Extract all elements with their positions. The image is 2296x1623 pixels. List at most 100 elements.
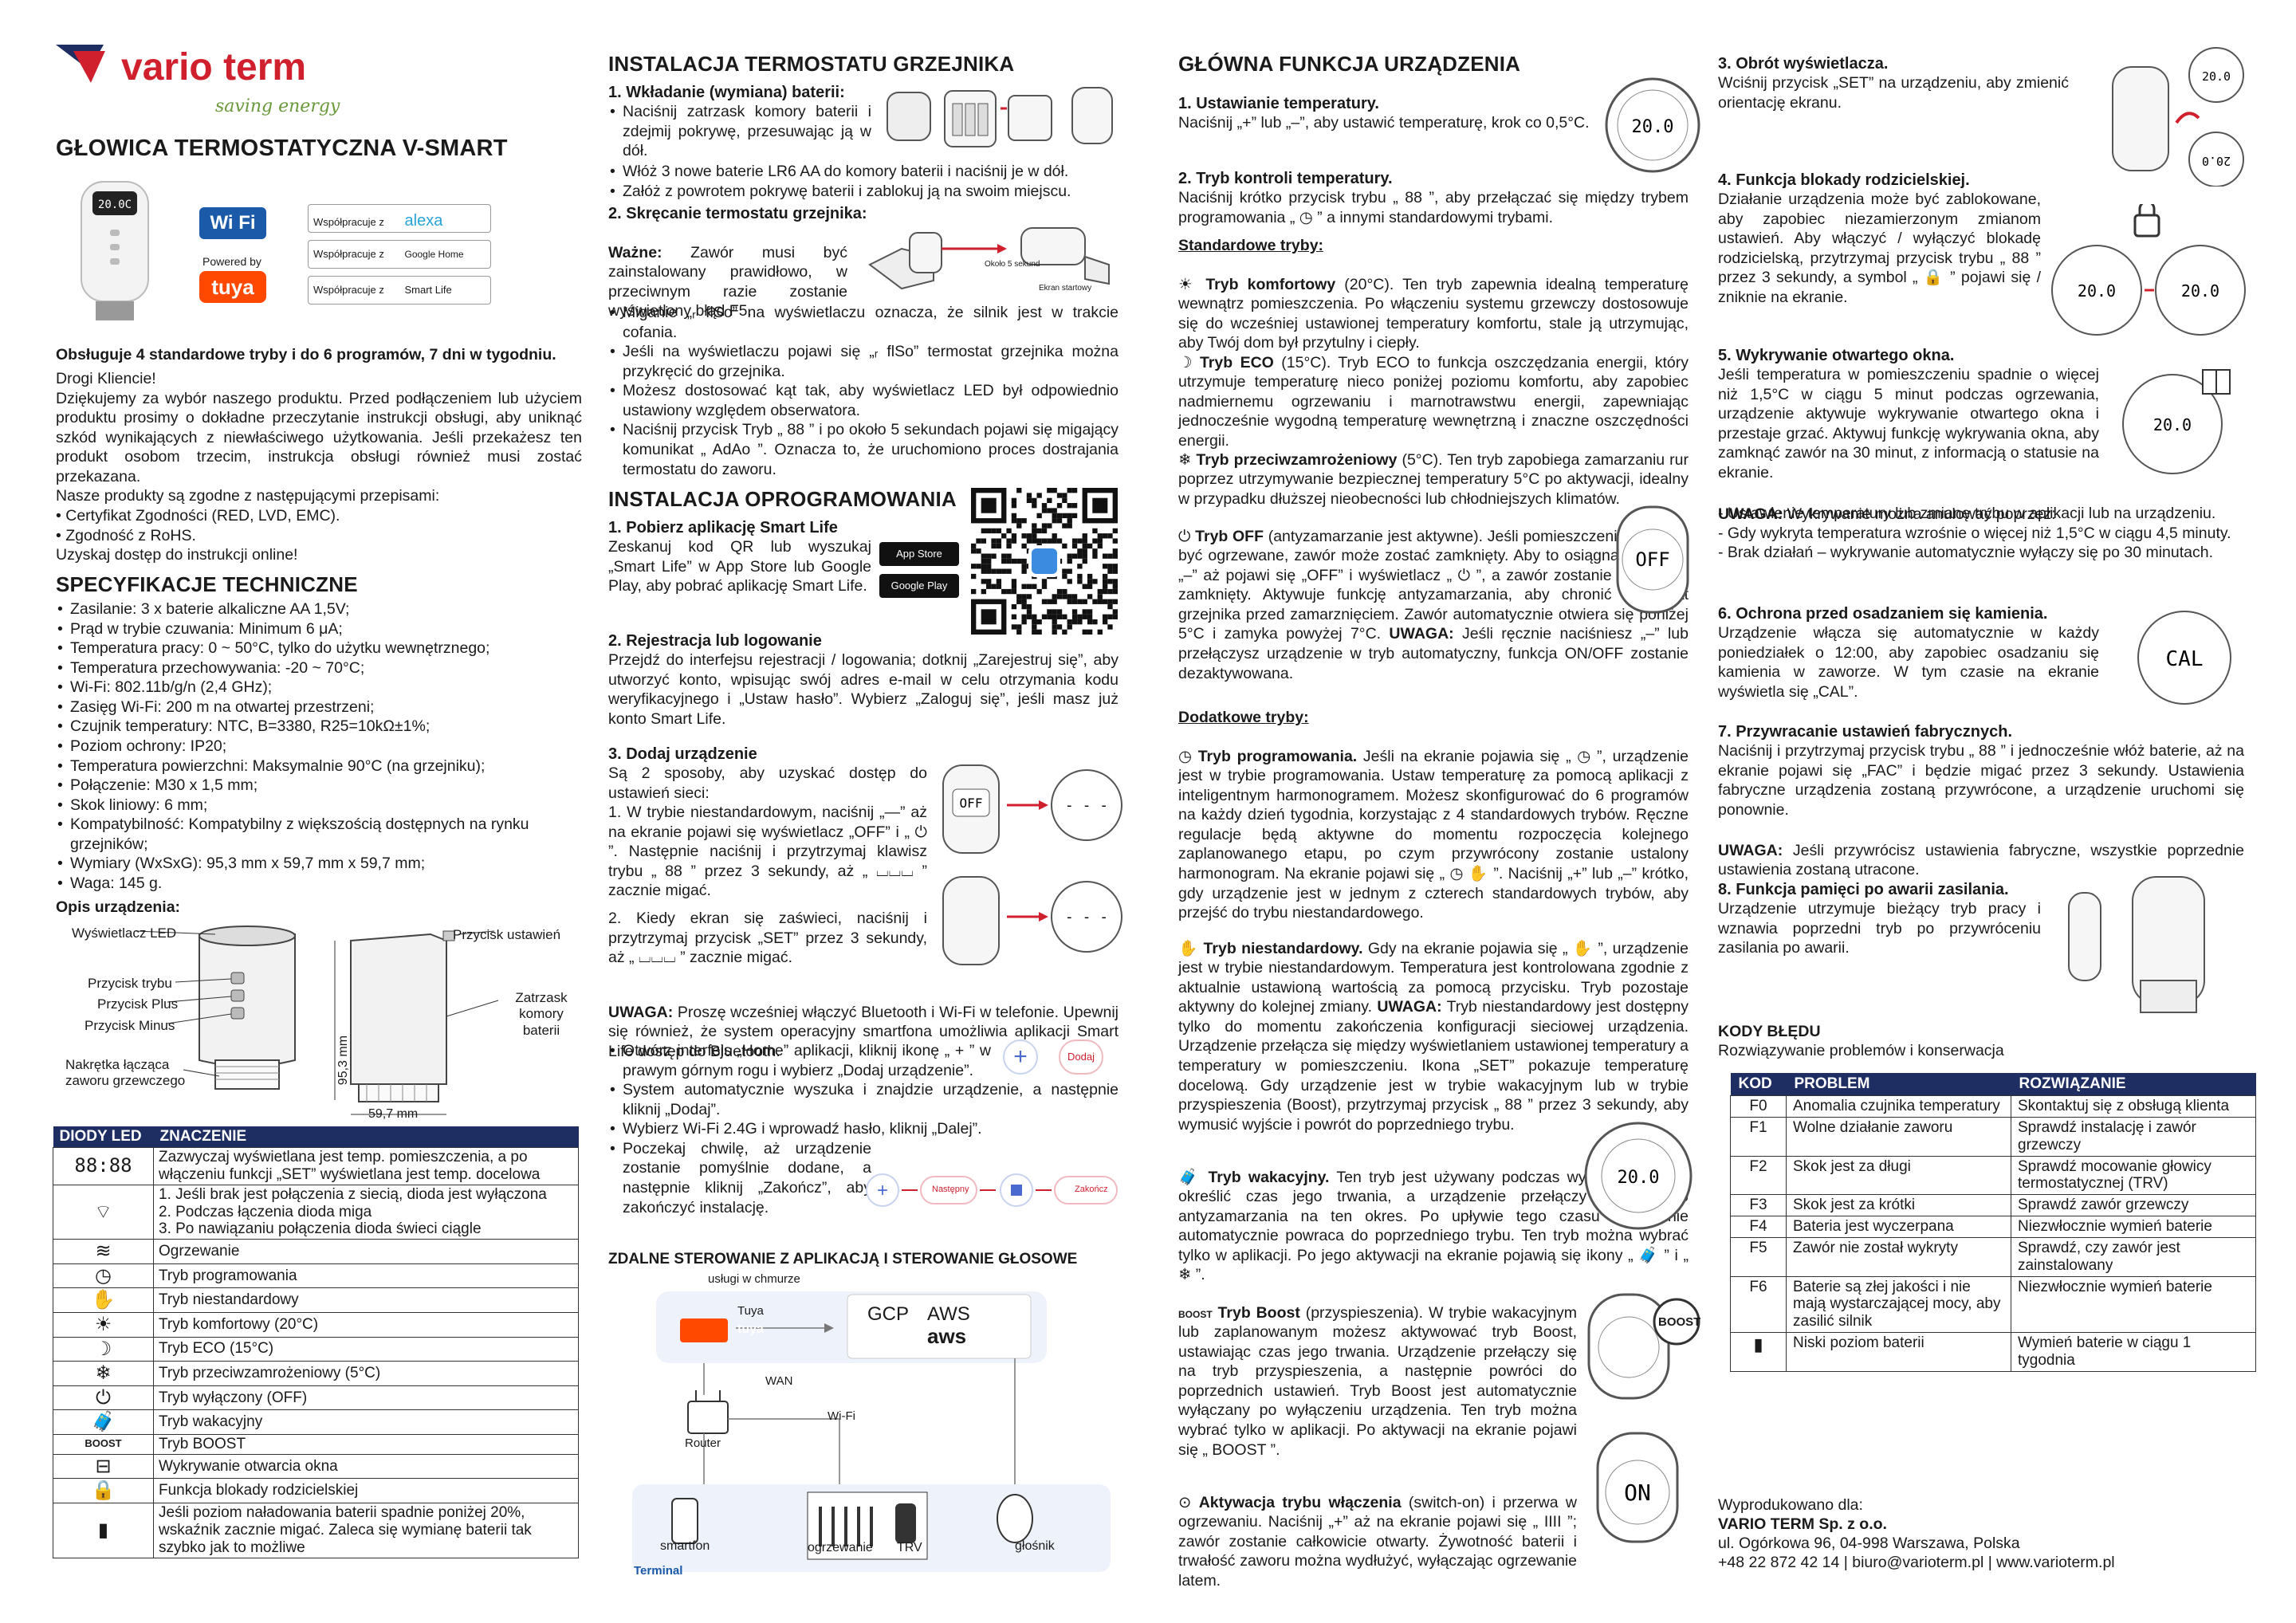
led-row: ▮Jeśli poziom naładowania baterii spadni… (53, 1503, 579, 1558)
error-problem: Zawór nie został wykryty (1786, 1236, 2011, 1277)
calc-text: Urządzenie włącza się automatycznie w ka… (1718, 624, 2099, 701)
battery-step: Załóż z powrotem pokrywę baterii i zablo… (608, 182, 1119, 202)
works-with-label: Współpracuje z (313, 216, 384, 228)
error-code: F1 (1730, 1116, 1787, 1157)
calc-image: CAL (2137, 611, 2231, 705)
battery-steps-cont: Włóż 3 nowe baterie LR6 AA do komory bat… (608, 162, 1119, 201)
led-meaning: Tryb programowania (153, 1263, 579, 1289)
works-with-label: Współpracuje z (313, 284, 384, 296)
clock-icon: ◷ (1178, 747, 1193, 765)
spec-item: Zasięg Wi-Fi: 200 m na otwartej przestrz… (56, 698, 582, 717)
temp-control-title: 2. Tryb kontroli temperatury. (1178, 170, 1393, 187)
start-screen-label: Ekran startowy (1039, 284, 1092, 293)
window-title: 5. Wykrywanie otwartego okna. (1718, 347, 1955, 364)
display-image-off: OFF (1616, 505, 1689, 614)
temp-setting-title: 1. Ustawianie temperatury. (1178, 95, 1379, 112)
moon-icon: ☽ (53, 1336, 154, 1362)
product-image: 20.0C (81, 181, 149, 320)
display-image-temp: 20.0 (1605, 77, 1700, 173)
lock-text: Działanie urządzenia może być zablokowan… (1718, 191, 2041, 306)
led-meaning: Funkcja blokady rodzicielskiej (153, 1478, 579, 1503)
works-with-label: Współpracuje z (313, 248, 384, 260)
error-code: F0 (1730, 1095, 1787, 1118)
error-problem: Niski poziom baterii (1786, 1332, 2011, 1372)
boost-mode-text: BOOST Tryb Boost (przyspieszenia). W try… (1178, 1303, 1577, 1459)
app-step-1-title: 1. Pobierz aplikację Smart Life (608, 519, 838, 536)
app-step-3-text-1: Są 2 sposoby, aby uzyskać dostęp do usta… (608, 764, 927, 900)
led-row: ⌔1. Jeśli brak jest połączenia z siecią,… (53, 1184, 579, 1240)
display-off: OFF (960, 796, 983, 811)
alexa-badge: Współpracuje z alexa (308, 204, 491, 233)
software-title: INSTALACJA OPROGRAMOWANIA (608, 487, 957, 511)
error-head-code: KOD (1730, 1073, 1787, 1096)
factory-uwaga: UWAGA: Jeśli przywrócisz ustawienia fabr… (1718, 841, 2244, 879)
factory-text: Naciśnij i przytrzymaj przycisk trybu „ … (1718, 742, 2244, 819)
intro-text: Drogi Kliencie! Dziękujemy za wybór nasz… (56, 370, 582, 564)
led-meaning: Tryb BOOST (153, 1433, 579, 1455)
maker-name: VARIO TERM Sp. z o.o. (1718, 1515, 1887, 1533)
power-icon: ⏻ (1178, 527, 1191, 545)
label-set-button: Przycisk ustawień (453, 927, 561, 942)
dodaj-button[interactable]: Dodaj (1059, 1039, 1103, 1075)
off-mode-text: ⏻ Tryb OFF (antyzamarzanie jest aktywne)… (1178, 527, 1689, 682)
led-meaning: Ogrzewanie (153, 1239, 579, 1264)
frost-mode-text: ❄ Tryb przeciwzamrożeniowy (5°C). Ten tr… (1178, 450, 1689, 508)
add-device-steps: Otwórz interfejs „Home” aplikacji, klikn… (608, 1041, 1119, 1217)
app-store-button[interactable]: App Store (879, 542, 959, 566)
display-temp-2: 20.0 (1618, 1168, 1660, 1188)
snowflake-icon: ❄ (53, 1361, 154, 1386)
zakoncz-button[interactable]: Zakończ (1075, 1185, 1108, 1194)
add-plus-button[interactable]: + (1003, 1039, 1038, 1075)
led-meaning: Wykrywanie otwarcia okna (153, 1453, 579, 1480)
snowflake-icon: ❄ (1178, 450, 1192, 469)
add-step: Poczekaj chwilę, aż urządzenie zostanie … (608, 1139, 871, 1217)
error-code: F5 (1730, 1236, 1787, 1277)
led-row: ☽Tryb ECO (15°C) (53, 1336, 579, 1362)
tuya-badge: tuya (199, 271, 266, 303)
error-codes-subtitle: Rozwiązywanie problemów i konserwacja (1718, 1042, 2004, 1059)
qr-code[interactable] (971, 488, 1118, 635)
screw-step: Naciśnij przycisk Tryb „ 88 ” i po około… (608, 420, 1119, 479)
wifi-badge: Wi Fi (199, 207, 266, 239)
spec-item: Temperatura przechowywania: -20 ~ 70°C; (56, 658, 582, 678)
error-solution: Niezwłocznie wymień baterie (2011, 1275, 2256, 1334)
error-problem: Bateria jest wyczerpana (1786, 1216, 2011, 1238)
add-step: System automatycznie wyszuka i znajdzie … (608, 1080, 1119, 1119)
spec-item: Kompatybilność: Kompatybilny z większośc… (56, 815, 582, 854)
install-title: INSTALACJA TERMOSTATU GRZEJNIKA (608, 52, 1015, 76)
screw-step: Miganie „ᵣ flSo” na wyświetlaczu oznacza… (608, 303, 1119, 342)
power-icon: ⏻ (53, 1385, 154, 1411)
led-icon-text: BOOST (53, 1433, 154, 1455)
led-row: ⏻Tryb wyłączony (OFF) (53, 1385, 579, 1411)
hand-icon: ✋ (1178, 939, 1199, 957)
trv-label: TRV (897, 1541, 922, 1554)
battery-icon: ▮ (1730, 1332, 1787, 1372)
spec-item: Waga: 145 g. (56, 874, 582, 894)
app-step-1-text: Zeskanuj kod QR lub wyszukaj „Smart Life… (608, 538, 871, 595)
wifi-label: Wi-Fi (828, 1409, 855, 1423)
wifi-icon: ⌔ (53, 1184, 154, 1240)
lock-display-2: 20.0 (2181, 281, 2219, 301)
battery-icon: ▮ (53, 1503, 154, 1558)
led-meaning: Tryb wakacyjny (153, 1409, 579, 1435)
spec-item: Poziom ochrony: IP20; (56, 737, 582, 756)
led-row: ✋Tryb niestandardowy (53, 1287, 579, 1313)
memory-image (2068, 876, 2205, 1013)
screw-step: Jeśli na wyświetlaczu pojawi się „ᵣ flSo… (608, 342, 1119, 381)
nastepny-button[interactable]: Następny (932, 1185, 969, 1194)
display-off-3: OFF (1635, 548, 1669, 571)
screw-step-title: 2. Skręcanie termostatu grzejnika: (608, 205, 867, 222)
moon-icon: ☽ (1178, 353, 1193, 371)
google-play-button[interactable]: Google Play (879, 574, 959, 598)
window-display: 20.0 (2153, 415, 2192, 434)
tuya-cloud-badge: tuya (737, 1322, 764, 1336)
label-minus-button: Przycisk Minus (85, 1018, 175, 1033)
label-mode-button: Przycisk trybu (88, 976, 172, 991)
screw-step: Możesz dostosować kąt tak, aby wyświetla… (608, 381, 1119, 420)
memory-title: 8. Funkcja pamięci po awarii zasilania. (1718, 881, 2009, 898)
